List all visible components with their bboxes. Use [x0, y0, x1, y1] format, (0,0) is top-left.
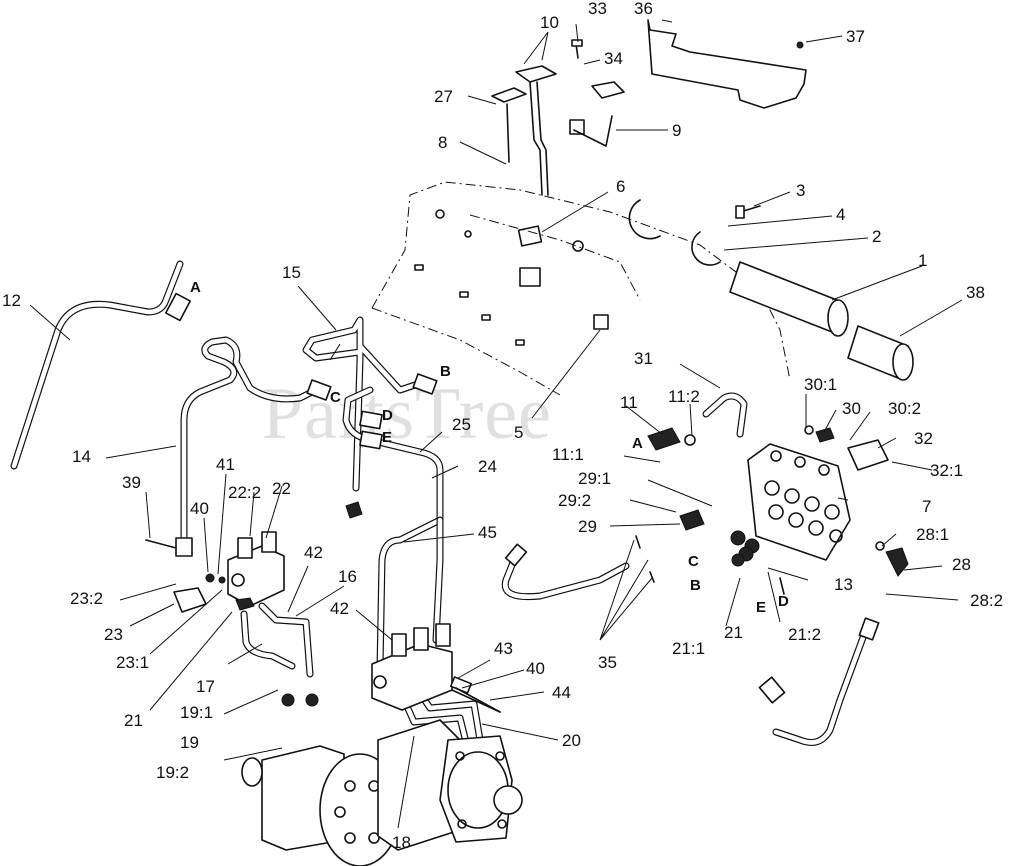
callout-30-2: 30:2	[888, 399, 921, 418]
callout-labels: 1 2 3 4 5 6 7 8 9 10 11 11:1 11:2 12 13 …	[2, 0, 1003, 852]
callout-16: 16	[338, 567, 357, 586]
callout-3: 3	[796, 181, 805, 200]
callout-32-1: 32:1	[930, 461, 963, 480]
callout-1: 1	[918, 251, 927, 270]
callout-31: 31	[634, 349, 653, 368]
callout-5: 5	[514, 423, 523, 442]
callout-4: 4	[836, 205, 845, 224]
callout-2: 2	[872, 227, 881, 246]
cylinder-assembly	[628, 199, 914, 381]
callout-23: 23	[104, 625, 123, 644]
callout-19: 19	[180, 733, 199, 752]
port-letter-b-valve: B	[690, 577, 701, 594]
callout-11-1: 11:1	[552, 445, 584, 464]
port-letter-d-valve: D	[778, 593, 789, 610]
callout-24: 24	[478, 457, 497, 476]
tee-block-right	[371, 623, 501, 713]
callout-32: 32	[914, 429, 933, 448]
valve-fittings	[647, 425, 909, 577]
callout-11: 11	[620, 393, 638, 412]
callout-6: 6	[616, 177, 625, 196]
callout-21-left: 21	[124, 711, 143, 730]
callout-25: 25	[452, 415, 471, 434]
callout-8: 8	[438, 133, 447, 152]
port-letter-b-top: B	[440, 363, 451, 380]
callout-19-1: 19:1	[180, 703, 213, 722]
port-letter-d-top: D	[382, 407, 393, 424]
hydraulic-tubes	[10, 260, 872, 746]
callout-28-1: 28:1	[916, 525, 949, 544]
callout-11-2: 11:2	[668, 387, 700, 406]
tube-nuts	[164, 292, 880, 704]
callout-36: 36	[634, 0, 653, 18]
callout-29-1: 29:1	[578, 469, 611, 488]
callout-42-bottom: 42	[330, 599, 349, 618]
callout-21-2: 21:2	[788, 625, 821, 644]
callout-33: 33	[588, 0, 607, 18]
port-letter-c-valve: C	[688, 553, 699, 570]
port-letter-a-top: A	[190, 279, 201, 296]
callout-23-1: 23:1	[116, 653, 149, 672]
callout-10: 10	[540, 13, 559, 32]
callout-29: 29	[578, 517, 597, 536]
callout-39: 39	[122, 473, 141, 492]
callout-13: 13	[834, 575, 853, 594]
callout-15: 15	[282, 263, 301, 282]
callout-28: 28	[952, 555, 971, 574]
callout-38: 38	[966, 283, 985, 302]
callout-21-1: 21:1	[672, 639, 705, 658]
callout-44: 44	[552, 683, 571, 702]
callout-17: 17	[196, 677, 215, 696]
callout-9: 9	[672, 121, 681, 140]
port-letters: A B C D E A C B E D	[190, 279, 789, 616]
callout-42-top: 42	[304, 543, 323, 562]
callout-12: 12	[2, 291, 21, 310]
frame-plate	[371, 181, 791, 396]
callout-30-1: 30:1	[804, 375, 837, 394]
callout-14: 14	[72, 447, 91, 466]
callout-19-2: 19:2	[156, 763, 189, 782]
wheel-motor-left	[241, 693, 401, 866]
callout-37: 37	[846, 27, 865, 46]
callout-35: 35	[598, 653, 617, 672]
leader-lines	[29, 19, 963, 829]
callout-23-2: 23:2	[70, 589, 103, 608]
callout-45: 45	[478, 523, 497, 542]
callout-22: 22	[272, 479, 291, 498]
port-letter-a-valve: A	[632, 435, 643, 452]
wheel-motor-right	[377, 719, 523, 851]
tee-block-left	[173, 501, 363, 613]
callout-20: 20	[562, 731, 581, 750]
callout-41: 41	[216, 455, 235, 474]
callout-40-left: 40	[190, 499, 209, 518]
callout-29-2: 29:2	[558, 491, 591, 510]
port-letter-c-top: C	[330, 389, 341, 406]
callout-30: 30	[842, 399, 861, 418]
control-valve	[747, 439, 889, 561]
callout-43: 43	[494, 639, 513, 658]
callout-7: 7	[922, 497, 931, 516]
control-levers	[491, 19, 807, 196]
bolts	[145, 39, 785, 713]
callout-40-right: 40	[526, 659, 545, 678]
callout-27: 27	[434, 87, 453, 106]
callout-34: 34	[604, 49, 623, 68]
callout-22-2: 22:2	[228, 483, 261, 502]
callout-18: 18	[392, 833, 411, 852]
callout-28-2: 28:2	[970, 591, 1003, 610]
port-letter-e-valve: E	[756, 599, 766, 616]
port-letter-e-top: E	[382, 429, 392, 446]
callout-21-right: 21	[724, 623, 743, 642]
